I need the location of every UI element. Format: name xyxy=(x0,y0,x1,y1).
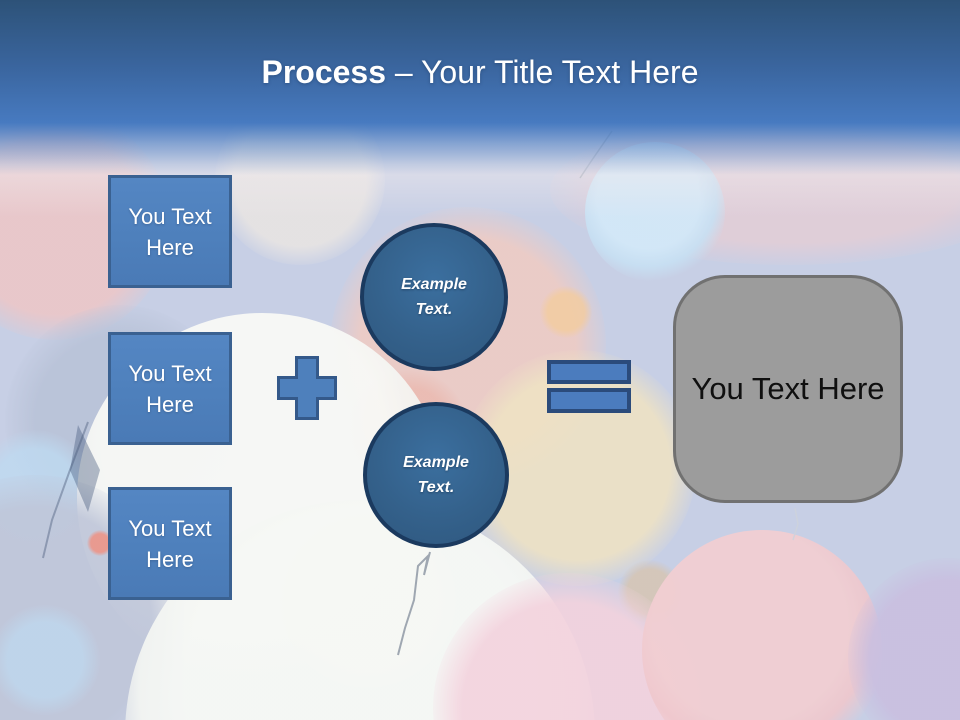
slide-title-bold-text: Process xyxy=(261,54,387,90)
input-box-label: You Text Here xyxy=(128,203,212,260)
example-circle-1[interactable]: Example Text. xyxy=(360,223,508,371)
slide-title-regular-text: – Your Title Text Here xyxy=(386,54,699,90)
input-box-1[interactable]: You Text Here xyxy=(108,175,232,288)
result-box-label: You Text Here xyxy=(691,371,885,406)
input-box-2[interactable]: You Text Here xyxy=(108,332,232,445)
input-box-label: You Text Here xyxy=(128,360,212,417)
input-box-3[interactable]: You Text Here xyxy=(108,487,232,600)
balloon-shape xyxy=(0,605,100,715)
title-bar xyxy=(0,0,960,175)
example-circle-label: Example Text. xyxy=(403,454,469,496)
example-circle-label: Example Text. xyxy=(401,276,467,318)
equals-icon[interactable] xyxy=(545,358,633,416)
result-box[interactable]: You Text Here xyxy=(673,275,903,503)
input-box-label: You Text Here xyxy=(128,515,212,572)
balloon-shape xyxy=(540,286,592,338)
slide-title[interactable]: Process – Your Title Text Here xyxy=(0,52,960,92)
balloon-shape xyxy=(642,530,882,720)
example-circle-2[interactable]: Example Text. xyxy=(363,402,509,548)
plus-icon[interactable] xyxy=(277,356,337,420)
